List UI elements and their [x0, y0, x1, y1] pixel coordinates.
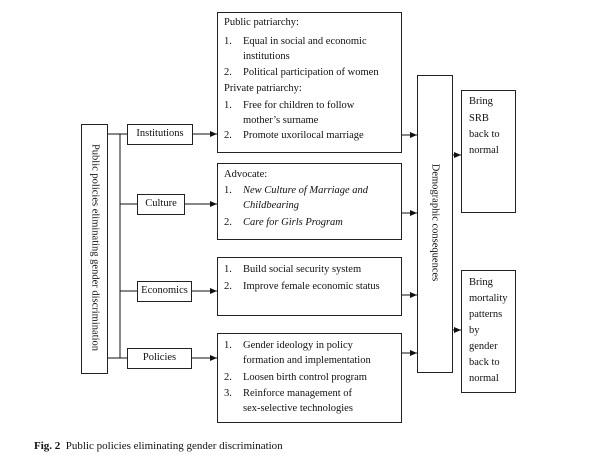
category-policies-box	[127, 348, 192, 369]
culture-item-1-line-1: New Culture of Marriage and	[243, 185, 369, 196]
outcome-srb-line-4: normal	[469, 145, 499, 156]
outcome-mortality-line-4: by	[469, 325, 480, 336]
culture-item-2-num: 2.	[224, 217, 232, 228]
outcome-srb-box	[461, 90, 516, 213]
category-economics-label: Economics	[141, 285, 188, 296]
policies-item-3-line-1: Reinforce management of	[243, 388, 353, 399]
policies-item-3-num: 3.	[224, 388, 232, 399]
policies-item-2-num: 2.	[224, 372, 232, 383]
figure-number: Fig. 2	[34, 440, 61, 452]
private-item-1-line-1: Free for children to follow	[243, 100, 355, 111]
economics-item-2-line-1: Improve female economic status	[243, 281, 380, 292]
private-item-2-line-1: Promote uxorilocal marriage	[243, 130, 364, 141]
category-economics-box	[137, 281, 192, 302]
figure-caption-text: Public policies eliminating gender discr…	[65, 440, 283, 452]
policies-detail-box	[217, 333, 402, 423]
public-item-2-num: 2.	[224, 67, 232, 78]
economics-item-2-num: 2.	[224, 281, 232, 292]
category-institutions-box	[127, 124, 193, 145]
outcome-srb-line-3: back to	[469, 129, 500, 140]
economics-item-1-num: 1.	[224, 264, 232, 275]
public-item-2-line-1: Political participation of women	[243, 67, 379, 78]
category-culture-label: Culture	[145, 198, 177, 209]
private-patriarchy-heading: Private patriarchy:	[224, 83, 302, 94]
policies-item-1-num: 1.	[224, 340, 232, 351]
category-policies-label: Policies	[142, 352, 177, 363]
outcome-mortality-line-2: mortality	[469, 293, 508, 304]
institutions-detail-box	[217, 12, 402, 153]
public-item-1-line-1: Equal in social and economic	[243, 36, 367, 47]
policies-item-3-line-2: sex-selective technologies	[243, 403, 353, 414]
private-item-1-num: 1.	[224, 100, 232, 111]
demographic-consequences-box	[417, 75, 453, 373]
outcome-mortality-line-1: Bring	[469, 277, 493, 288]
outcome-mortality-line-5: gender	[469, 341, 498, 352]
public-patriarchy-heading: Public patriarchy:	[224, 17, 299, 28]
culture-detail-box	[217, 163, 402, 240]
policies-source-box	[81, 124, 108, 374]
category-institutions-label: Institutions	[136, 128, 184, 139]
outcome-srb-line-1: Bring	[469, 96, 493, 107]
outcome-mortality-line-6: back to	[469, 357, 500, 368]
economics-item-1-line-1: Build social security system	[243, 264, 362, 275]
private-item-2-num: 2.	[224, 130, 232, 141]
economics-detail-box	[217, 257, 402, 316]
policies-item-1-line-2: formation and implementation	[243, 355, 371, 366]
public-item-1-line-2: institutions	[243, 51, 290, 62]
policies-source-label: Public policies eliminating gender discr…	[89, 143, 101, 352]
advocate-heading: Advocate:	[224, 169, 268, 180]
culture-item-1-line-2: Childbearing	[243, 200, 300, 211]
culture-item-2-line-1: Care for Girls Program	[243, 217, 343, 228]
private-item-1-line-2: mother’s surname	[243, 115, 319, 126]
outcome-mortality-line-3: patterns	[469, 309, 503, 320]
policies-item-1-line-1: Gender ideology in policy	[243, 340, 353, 351]
outcome-mortality-box	[461, 270, 516, 393]
figure-caption: Fig. 2 Public policies eliminating gende…	[34, 440, 283, 452]
culture-item-1-num: 1.	[224, 185, 232, 196]
demographic-consequences-label: Demographic consequences	[429, 163, 441, 282]
policies-item-2-line-1: Loosen birth control program	[243, 372, 367, 383]
outcome-mortality-line-7: normal	[469, 373, 499, 384]
public-item-1-num: 1.	[224, 36, 232, 47]
outcome-srb-line-2: SRB	[469, 113, 489, 124]
category-culture-box	[137, 194, 185, 215]
